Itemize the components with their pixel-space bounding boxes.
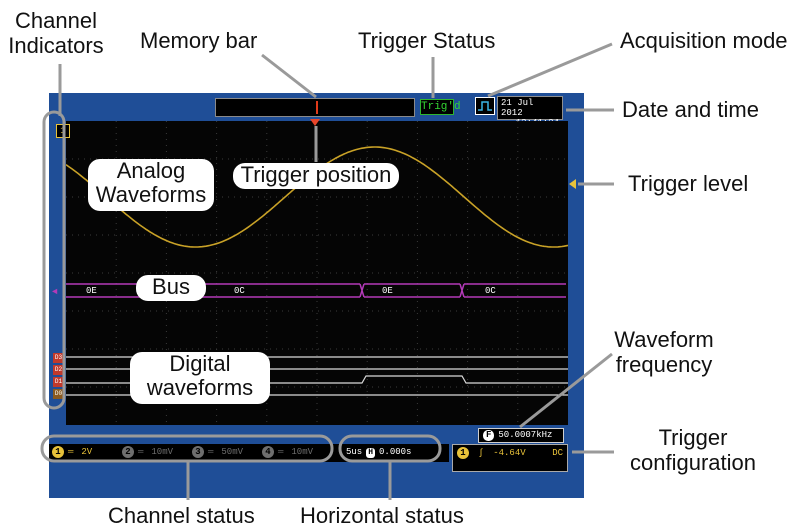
horizontal-position-icon: H xyxy=(366,448,376,458)
channel-1-status: 1 ═ 2V xyxy=(52,446,92,459)
channel-number-badge: 1 xyxy=(52,446,64,458)
channel-number-badge: 3 xyxy=(192,446,204,458)
callout-acquisition-mode: Acquisition mode xyxy=(620,28,788,53)
bus-segment xyxy=(364,283,460,298)
bus-segment xyxy=(464,283,566,298)
dc-coupling-icon: ═ xyxy=(138,447,144,457)
trigger-position-marker xyxy=(310,119,320,126)
digital-channel-indicator: D1 xyxy=(53,377,64,387)
channel-4-status: 4 ═ 10mV xyxy=(262,446,313,459)
channel-number-badge: 4 xyxy=(262,446,274,458)
horizontal-status-outline xyxy=(338,434,442,463)
waveform-frequency-leader xyxy=(519,352,613,429)
analog-waveforms-label: Analog Waveforms xyxy=(88,159,214,211)
memory-bar xyxy=(215,98,415,117)
callout-trigger-configuration: Trigger configuration xyxy=(630,425,756,475)
digital-trace xyxy=(66,375,568,384)
channel-number-badge: 2 xyxy=(122,446,134,458)
acquisition-mode-leader xyxy=(487,42,613,98)
trigger-configuration-panel: 1 ∫ -4.64V DC xyxy=(452,444,568,472)
bus-indicator-icon: ◄ xyxy=(52,287,58,297)
trigger-source-badge: 1 xyxy=(457,447,469,459)
dc-coupling-icon: ═ xyxy=(208,447,214,457)
channel-scale: 50mV xyxy=(221,447,244,457)
channel-scale: 10mV xyxy=(151,447,174,457)
acquisition-mode-icon xyxy=(475,97,495,115)
bus-value: 0C xyxy=(485,286,496,296)
status-bar xyxy=(49,444,449,462)
trigger-position-label: Trigger position xyxy=(233,163,399,189)
callout-waveform-frequency: Waveform frequency xyxy=(614,327,714,377)
bus-transition xyxy=(359,283,365,298)
bus-value: 0C xyxy=(234,286,245,296)
digital-channel-indicator: D2 xyxy=(53,365,64,375)
trigger-level-value: -4.64V xyxy=(493,448,526,458)
rising-edge-icon: ∫ xyxy=(478,448,484,458)
memory-position-marker xyxy=(316,101,318,114)
trigger-level-marker xyxy=(569,179,576,189)
digital-channel-indicator: D0 xyxy=(53,389,64,399)
channel-2-status: 2 ═ 10mV xyxy=(122,446,173,459)
trigger-status-badge: Trig'd xyxy=(420,99,461,115)
callout-channel-status: Channel status xyxy=(108,503,255,528)
channel-3-status: 3 ═ 50mV xyxy=(192,446,243,459)
bus-value: 0E xyxy=(86,286,97,296)
channel-scale: 10mV xyxy=(291,447,314,457)
bus-value: 0E xyxy=(382,286,393,296)
callout-memory-bar: Memory bar xyxy=(140,28,258,53)
date-text: 21 Jul 2012 xyxy=(501,98,534,118)
frequency-badge: F xyxy=(483,430,495,441)
callout-trigger-level: Trigger level xyxy=(628,171,749,196)
trigger-coupling: DC xyxy=(552,448,563,458)
digital-waveforms-label: Digital waveforms xyxy=(130,352,270,404)
bus-transition xyxy=(459,283,465,298)
callout-trigger-status: Trigger Status xyxy=(358,28,496,53)
memory-bar-leader xyxy=(261,53,317,99)
horizontal-scale: 5us xyxy=(346,447,363,457)
callout-channel-indicators: Channel Indicators xyxy=(8,8,104,58)
channel-status-outline xyxy=(40,434,334,463)
horizontal-position: 0.000s xyxy=(379,447,412,457)
digital-channel-indicator: D3 xyxy=(53,353,64,363)
callout-date-and-time: Date and time xyxy=(622,97,759,122)
channel-scale: 2V xyxy=(81,447,93,457)
channel-indicators-outline xyxy=(42,110,66,410)
frequency-value: 50.0007kHz xyxy=(498,430,553,440)
dc-coupling-icon: ═ xyxy=(68,447,74,457)
bus-label: Bus xyxy=(136,275,206,301)
callout-horizontal-status: Horizontal status xyxy=(300,503,464,528)
dc-coupling-icon: ═ xyxy=(278,447,284,457)
